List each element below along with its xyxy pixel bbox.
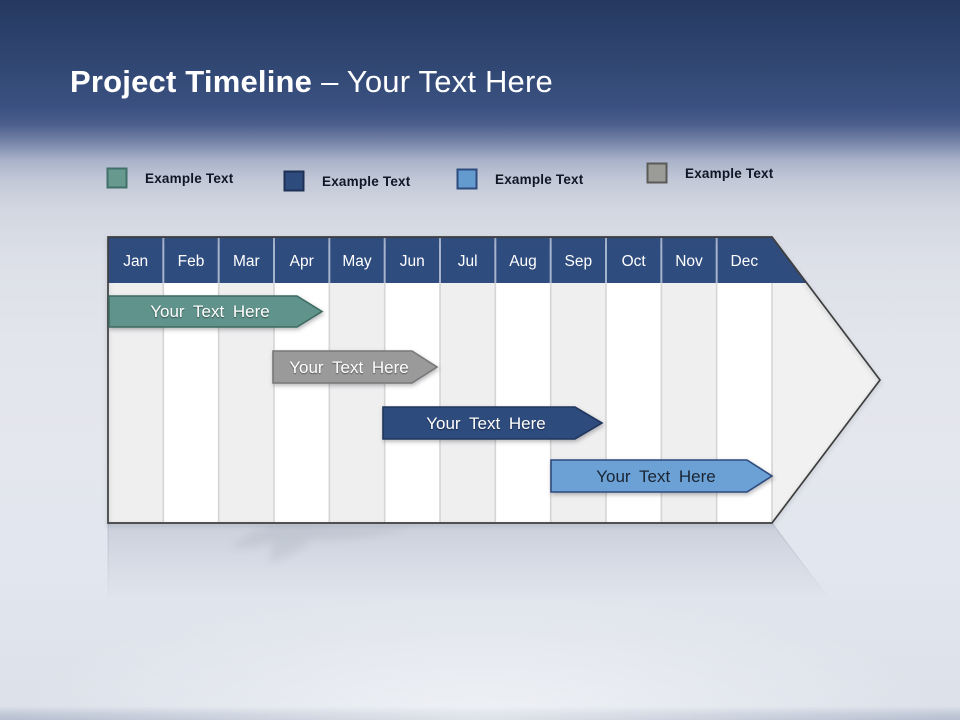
task-bar-2-shape	[272, 350, 439, 384]
legend-swatch-gray	[646, 162, 668, 184]
legend-swatch-teal	[106, 167, 128, 189]
month-label-feb: Feb	[178, 253, 205, 270]
month-label-jul: Jul	[458, 253, 478, 270]
month-header-labels: Jan Feb Mar Apr May Jun Jul Aug Sep Oct …	[123, 253, 758, 270]
chart-reflection	[107, 522, 881, 720]
legend-item-gray: Example Text	[646, 162, 773, 184]
task-bar-2-label: Your Text Here	[289, 358, 409, 377]
month-label-may: May	[342, 253, 372, 270]
month-label-nov: Nov	[675, 253, 703, 270]
month-label-sep: Sep	[565, 253, 593, 270]
legend-item-teal: Example Text	[106, 167, 233, 189]
month-label-oct: Oct	[622, 253, 647, 270]
legend-swatch-lightblue	[456, 168, 478, 190]
legend-label: Example Text	[322, 173, 411, 189]
legend-label: Example Text	[145, 170, 234, 186]
legend-label: Example Text	[685, 165, 774, 181]
title-bold: Project Timeline	[70, 64, 313, 99]
month-header-band	[108, 237, 810, 283]
task-bar-3-label: Your Text Here	[426, 414, 546, 433]
month-label-jun: Jun	[400, 253, 425, 270]
page-title: Project Timeline– Your Text Here	[70, 62, 553, 102]
month-label-mar: Mar	[233, 253, 260, 270]
timeline-arrow-outline	[107, 236, 882, 524]
month-label-aug: Aug	[509, 253, 537, 270]
task-bar-4: Your Text Here	[550, 459, 774, 493]
header-separators	[162, 238, 718, 283]
legend-item-darkblue: Example Text	[283, 170, 410, 192]
task-bar-4-shape	[550, 459, 774, 493]
legend-swatch-darkblue	[283, 170, 305, 192]
month-label-dec: Dec	[731, 253, 759, 270]
task-bar-1: Your Text Here	[108, 295, 324, 328]
task-bar-3: Your Text Here	[382, 406, 604, 440]
legend-item-lightblue: Example Text	[456, 168, 583, 190]
legend-label: Example Text	[495, 171, 584, 187]
month-label-apr: Apr	[290, 253, 314, 270]
month-label-jan: Jan	[123, 253, 148, 270]
task-bar-4-label: Your Text Here	[596, 467, 716, 486]
task-bar-1-shape	[108, 295, 324, 328]
title-rest: – Your Text Here	[321, 64, 553, 99]
task-bar-1-label: Your Text Here	[150, 302, 270, 321]
task-bar-2: Your Text Here	[272, 350, 439, 384]
task-bar-3-shape	[382, 406, 604, 440]
